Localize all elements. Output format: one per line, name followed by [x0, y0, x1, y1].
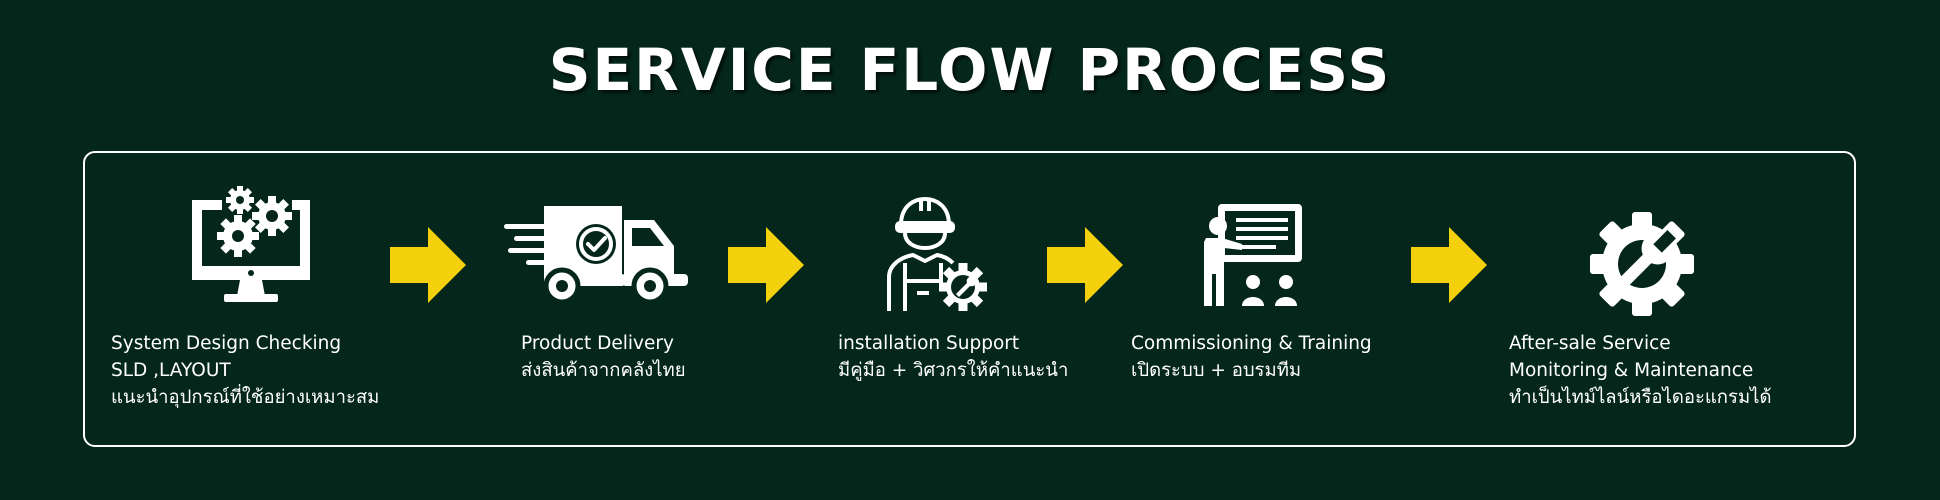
step-5-title: After-sale Service	[1509, 333, 1671, 354]
process-panel	[83, 151, 1856, 447]
step-2-title: Product Delivery	[521, 333, 674, 354]
delivery-truck-icon	[504, 206, 690, 304]
step-1-title: System Design Checking	[111, 333, 342, 354]
step-2-thai-description: ส่งสินค้าจากคลังไทย	[521, 360, 686, 381]
step-3-title: installation Support	[838, 333, 1020, 354]
step-3-thai-description: มีคู่มือ + วิศวกรให้คำแนะนำ	[838, 360, 1069, 381]
gear-wrench-icon	[1590, 212, 1694, 316]
step-1-thai-description: แนะนำอุปกรณ์ที่ใช้อย่างเหมาะสม	[111, 387, 380, 408]
page-title: SERVICE FLOW PROCESS	[548, 36, 1392, 104]
step-2-text: Product Delivery ส่งสินค้าจากคลังไทย	[521, 330, 686, 384]
step-3-text: installation Support มีคู่มือ + วิศวกรให…	[838, 330, 1068, 384]
step-1-text: System Design Checking SLD ,LAYOUT แนะนำ…	[111, 330, 379, 411]
step-4-thai-description: เปิดระบบ + อบรมทีม	[1131, 360, 1302, 381]
flow-arrow-1	[390, 227, 466, 303]
monitor-gears-icon	[188, 184, 314, 308]
engineer-gear-icon	[885, 195, 991, 313]
step-5-thai-description: ทำเป็นไทม์ไลน์หรือไดอะแกรมได้	[1509, 387, 1772, 408]
flow-arrow-3	[1047, 227, 1123, 303]
step-4-title: Commissioning & Training	[1131, 333, 1372, 354]
flow-arrow-4	[1411, 227, 1487, 303]
step-1-subtitle: SLD ,LAYOUT	[111, 360, 231, 381]
step-5-text: After-sale Service Monitoring & Maintena…	[1509, 330, 1771, 411]
step-5-subtitle: Monitoring & Maintenance	[1509, 360, 1754, 381]
step-4-text: Commissioning & Training เปิดระบบ + อบรม…	[1131, 330, 1372, 384]
presentation-training-icon	[1198, 202, 1306, 308]
flow-arrow-2	[728, 227, 804, 303]
